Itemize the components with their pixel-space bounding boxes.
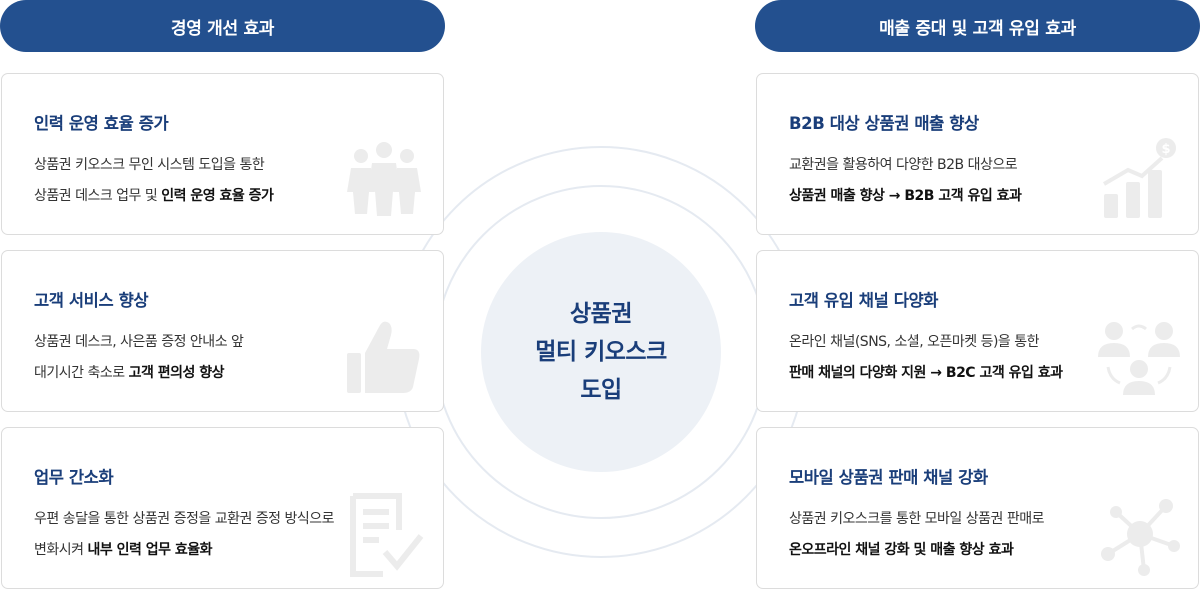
document-check-icon bbox=[339, 490, 429, 580]
card-customer-service: 고객 서비스 향상 상품권 데스크, 사은품 증정 안내소 앞 대기시간 축소로… bbox=[1, 250, 444, 412]
card-desc-line: 상품권 키오스크를 통한 모바일 상품권 판매로 bbox=[789, 511, 1044, 527]
card-description: 우편 송달을 통한 상품권 증정을 교환권 증정 방식으로 변화시켜 내부 인력… bbox=[34, 504, 374, 566]
card-desc-highlight: 상품권 매출 향상 → B2B 고객 유입 효과 bbox=[789, 188, 1022, 204]
card-title: 인력 운영 효율 증가 bbox=[34, 114, 169, 133]
center-title-line: 멀티 키오스크 bbox=[535, 339, 667, 365]
card-description: 온라인 채널(SNS, 소셜, 오픈마켓 등)을 통한 판매 채널의 다양화 지… bbox=[789, 327, 1129, 389]
card-title: 업무 간소화 bbox=[34, 468, 114, 487]
card-desc-line: 상품권 데스크 업무 및 인력 운영 효율 증가 bbox=[34, 181, 374, 212]
center-title-line: 도입 bbox=[580, 377, 622, 403]
card-b2b-sales: B2B 대상 상품권 매출 향상 교환권을 활용하여 다양한 B2B 대상으로 … bbox=[756, 73, 1199, 235]
card-channel-diversification: 고객 유입 채널 다양화 온라인 채널(SNS, 소셜, 오픈마켓 등)을 통한… bbox=[756, 250, 1199, 412]
card-desc-highlight: 온오프라인 채널 강화 및 매출 향상 효과 bbox=[789, 542, 1014, 558]
card-desc-text: 상품권 데스크 업무 및 bbox=[34, 188, 162, 204]
card-title: B2B 대상 상품권 매출 향상 bbox=[789, 114, 979, 133]
card-desc-line: 상품권 데스크, 사은품 증정 안내소 앞 bbox=[34, 334, 244, 350]
card-desc-line: 온라인 채널(SNS, 소셜, 오픈마켓 등)을 통한 bbox=[789, 334, 1040, 350]
people-icon bbox=[339, 136, 429, 226]
card-description: 상품권 데스크, 사은품 증정 안내소 앞 대기시간 축소로 고객 편의성 향상 bbox=[34, 327, 374, 389]
card-title: 고객 유입 채널 다양화 bbox=[789, 291, 939, 310]
network-icon bbox=[1094, 490, 1184, 580]
thumbs-up-icon bbox=[339, 313, 429, 403]
card-desc-text: 변화시켜 bbox=[34, 542, 88, 558]
user-group-icon bbox=[1094, 313, 1184, 403]
growth-chart-icon: $ bbox=[1094, 136, 1184, 226]
card-title: 모바일 상품권 판매 채널 강화 bbox=[789, 468, 988, 487]
card-desc-highlight: 고객 편의성 향상 bbox=[128, 365, 225, 381]
svg-text:$: $ bbox=[1161, 142, 1170, 157]
card-desc-highlight: 판매 채널의 다양화 지원 → B2C 고객 유입 효과 bbox=[789, 365, 1063, 381]
card-desc-line: 대기시간 축소로 고객 편의성 향상 bbox=[34, 358, 374, 389]
center-circle: 상품권 멀티 키오스크 도입 bbox=[481, 232, 721, 472]
card-desc-line: 상품권 키오스크 무인 시스템 도입을 통한 bbox=[34, 157, 265, 173]
center-title-line: 상품권 bbox=[570, 301, 632, 327]
card-desc-highlight: 내부 인력 업무 효율화 bbox=[87, 542, 213, 558]
card-description: 교환권을 활용하여 다양한 B2B 대상으로 상품권 매출 향상 → B2B 고… bbox=[789, 150, 1129, 212]
card-description: 상품권 키오스크를 통한 모바일 상품권 판매로 온오프라인 채널 강화 및 매… bbox=[789, 504, 1129, 566]
card-description: 상품권 키오스크 무인 시스템 도입을 통한 상품권 데스크 업무 및 인력 운… bbox=[34, 150, 374, 212]
card-desc-text: 대기시간 축소로 bbox=[34, 365, 129, 381]
card-staff-efficiency: 인력 운영 효율 증가 상품권 키오스크 무인 시스템 도입을 통한 상품권 데… bbox=[1, 73, 444, 235]
card-task-simplification: 업무 간소화 우편 송달을 통한 상품권 증정을 교환권 증정 방식으로 변화시… bbox=[1, 427, 444, 589]
center-title: 상품권 멀티 키오스크 도입 bbox=[535, 295, 667, 409]
card-desc-line: 우편 송달을 통한 상품권 증정을 교환권 증정 방식으로 bbox=[34, 511, 335, 527]
card-desc-highlight: 인력 운영 효율 증가 bbox=[161, 188, 274, 204]
header-management-effect: 경영 개선 효과 bbox=[0, 0, 445, 52]
card-title: 고객 서비스 향상 bbox=[34, 291, 149, 310]
card-desc-line: 교환권을 활용하여 다양한 B2B 대상으로 bbox=[789, 157, 1018, 173]
card-desc-line: 변화시켜 내부 인력 업무 효율화 bbox=[34, 535, 374, 566]
card-mobile-channel: 모바일 상품권 판매 채널 강화 상품권 키오스크를 통한 모바일 상품권 판매… bbox=[756, 427, 1199, 589]
header-sales-effect: 매출 증대 및 고객 유입 효과 bbox=[755, 0, 1200, 52]
